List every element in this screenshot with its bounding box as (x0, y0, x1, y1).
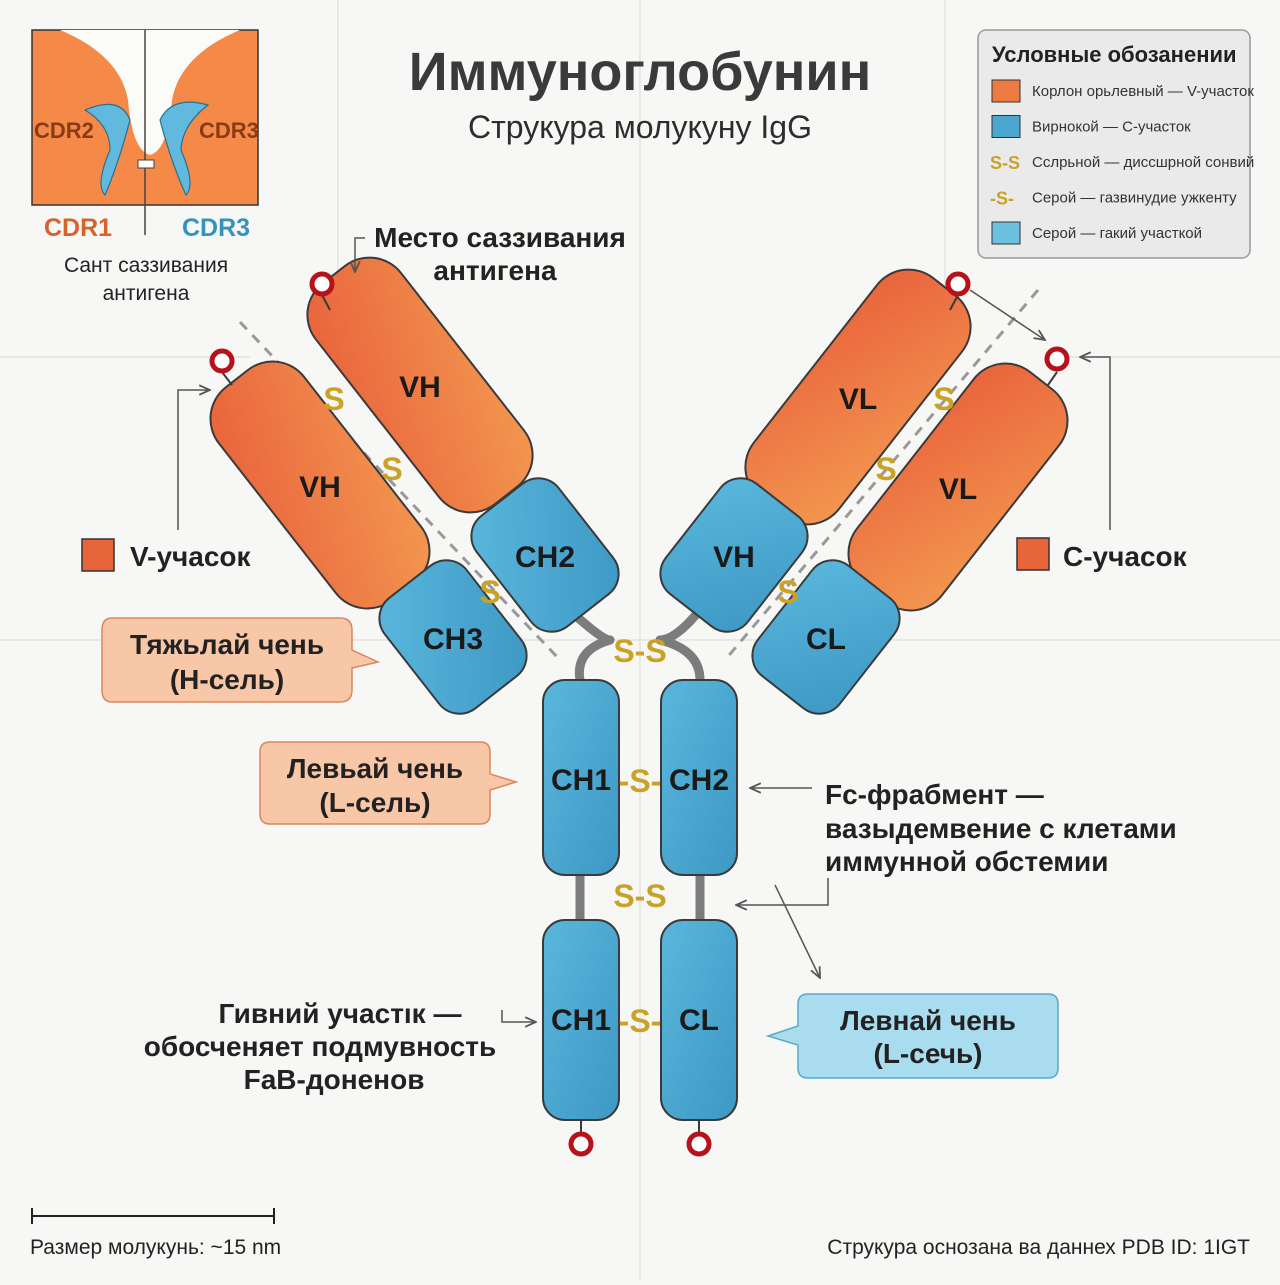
fc-label-line3: иммунной обстемии (825, 846, 1108, 877)
legend-item-label: Корлон орьлевный — V-участок (1032, 83, 1254, 100)
terminus-marker (945, 271, 971, 297)
inset-caption-line2: антигена (103, 282, 190, 305)
scale-label: Размер молукунь: ~15 nm (30, 1236, 281, 1259)
terminus-marker (209, 348, 235, 374)
legend-item: Серой — гакий участкой (991, 221, 1202, 245)
terminus-marker (309, 271, 335, 297)
light-chain-left-label-line2: (L-сель) (319, 787, 430, 818)
light-chain-left-label-line1: Левьай чень (287, 753, 463, 784)
domain-left-outer-bottom-label: CH3 (423, 623, 483, 656)
legend-swatch (991, 115, 1021, 138)
cdr-loop-left (83, 103, 131, 197)
domain-left-outer-top-label: VH (299, 471, 341, 504)
c-region-swatch (1016, 537, 1050, 571)
footer: Размер молукунь: ~15 nm Струкура оснозан… (30, 1208, 1250, 1259)
domain-stem-left-bottom-label: CH1 (551, 1004, 611, 1037)
c-region-label: С-учасок (1063, 541, 1188, 572)
disulfide-bonds: S S S S S S S-S S-S -S- -S- (323, 381, 954, 1039)
cdr2-label: CDR2 (34, 118, 94, 143)
binding-site-label-line2: антигена (433, 255, 557, 286)
legend-item-label: Серой — гакий участкой (1032, 225, 1202, 242)
domain-right-outer-bottom-label: CL (806, 623, 846, 656)
cdr-binding-cleft (60, 30, 240, 155)
terminus-marker (686, 1131, 712, 1157)
terminus-marker (568, 1131, 594, 1157)
light-chain-left-callout (259, 741, 519, 825)
bond-s-2: S (381, 451, 402, 487)
hinge-label-line2: обосченяет подмувность (144, 1031, 496, 1062)
fc-label-line2: вазыдемвение с клетами (825, 813, 1177, 844)
inset-caption-line1: Сант саззивания (64, 254, 228, 277)
bond-s-4: S (933, 381, 954, 417)
v-region-swatch (81, 538, 115, 572)
legend: Условные обозанении Корлон орьлевный — V… (977, 29, 1254, 259)
bond-dash-s-lower: -S- (619, 1003, 662, 1039)
bond-dash-s-upper: -S- (619, 763, 662, 799)
domain-right-inner-top-label: VL (839, 383, 877, 416)
heavy-chain-callout (101, 617, 381, 703)
stem-domains: CH1 CH2 CH1 CL (542, 679, 738, 1121)
cdr3-bottom-label: CDR3 (182, 214, 250, 242)
domain-stem-right-bottom-label: CL (679, 1004, 719, 1037)
domain-right-outer-top-label: VL (939, 473, 977, 506)
domain-left-inner-top-label: VH (399, 371, 441, 404)
light-chain-right-label-line1: Левнай чень (840, 1005, 1016, 1036)
legend-symbol: S-S (990, 153, 1020, 173)
cdr3-top-label: CDR3 (199, 118, 259, 143)
legend-item-label: Вирнокой — С-участок (1032, 119, 1191, 136)
bond-s-5: S (875, 451, 896, 487)
domain-stem-right-top-label: CH2 (669, 764, 729, 797)
domain-stem-right-top (660, 679, 738, 876)
v-region-label: V-учасок (130, 541, 252, 572)
hinge-label-line3: FaB-доненов (244, 1064, 425, 1095)
source-label: Струкура оснозана ва даннех PDB ID: 1IGT (827, 1236, 1250, 1259)
bond-ss-hinge-top: S-S (613, 633, 666, 669)
annotations: Место саззивания антигена V-учасок С-уча… (81, 222, 1188, 1095)
domain-right-inner-bottom: VH (659, 477, 809, 633)
domain-stem-left-top-label: CH1 (551, 764, 611, 797)
domain-right-inner-bottom-label: VH (713, 541, 755, 574)
legend-swatch (991, 221, 1021, 245)
cdr-loop-right (159, 101, 210, 197)
bond-s-3: S (479, 574, 500, 610)
legend-box (977, 29, 1251, 259)
terminal-markers (209, 271, 1070, 1157)
legend-item-label: Сслрьной — диссшрной сонвий (1032, 154, 1254, 171)
legend-item: Корлон орьлевный — V-участок (991, 79, 1254, 103)
terminus-marker (1044, 346, 1070, 372)
legend-item: -S- Серой — газвинудие ужкенту (990, 189, 1237, 209)
bond-s-1: S (323, 381, 344, 417)
light-chain-right-callout (765, 993, 1059, 1079)
domain-right-outer-bottom: CL (751, 559, 901, 715)
legend-swatch (991, 79, 1021, 103)
domain-left-outer-bottom: CH3 (378, 559, 528, 715)
legend-item: S-S Сслрьной — диссшрной сонвий (990, 153, 1254, 173)
diagram-title: Иммуноглобунин (409, 42, 871, 102)
fc-label-line1: Fc-фрабмент — (825, 779, 1044, 810)
heavy-chain-label-line2: (Н-сель) (170, 664, 284, 695)
domain-stem-left-top (542, 679, 620, 876)
domain-left-outer-top: VH (209, 360, 431, 610)
cdr1-label: CDR1 (44, 214, 112, 242)
legend-item-label: Серой — газвинудие ужкенту (1032, 190, 1237, 207)
diagram-subtitle: Струкура молукуну IgG (468, 109, 812, 145)
domain-left-inner-top: VH (306, 256, 534, 514)
legend-title: Условные обозанении (992, 42, 1237, 67)
heavy-chain-label-line1: Тяжьлай чень (130, 629, 324, 660)
binding-site-label-line1: Место саззивания (374, 222, 626, 253)
bond-s-6: S (777, 574, 798, 610)
legend-symbol: -S- (990, 189, 1014, 209)
cdr-inset: CDR2 CDR3 CDR1 CDR3 Сант саззивания анти… (31, 29, 259, 305)
domain-left-inner-bottom: CH2 (470, 477, 620, 633)
legend-item: Вирнокой — С-участок (991, 115, 1191, 138)
bond-ss-hinge-bottom: S-S (613, 878, 666, 914)
light-chain-right-label-line2: (L-сечь) (874, 1038, 983, 1069)
hinge-label-line1: Гивний участıк — (219, 998, 462, 1029)
domain-left-inner-bottom-label: CH2 (515, 541, 575, 574)
